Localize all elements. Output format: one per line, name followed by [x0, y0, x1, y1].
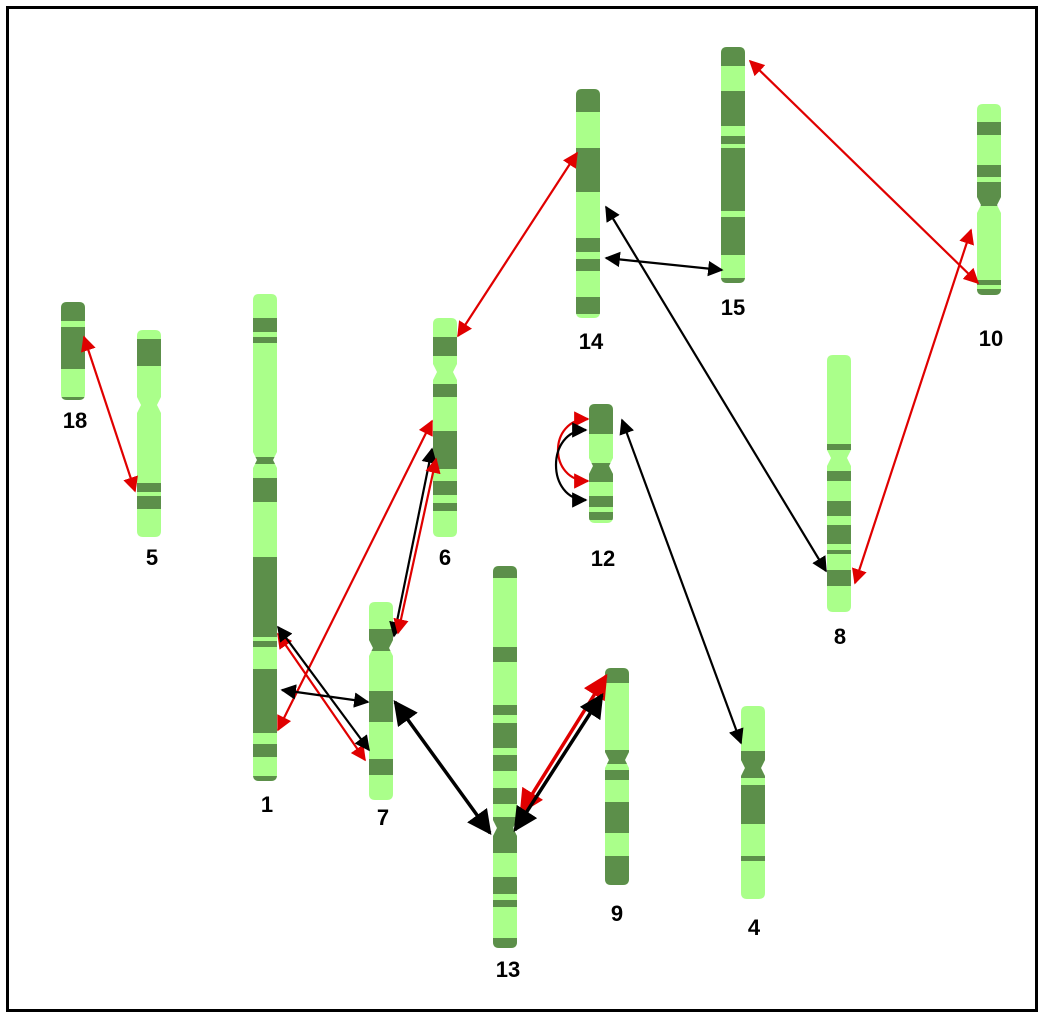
chromosome-4	[741, 706, 765, 899]
chromosome-label-4: 4	[748, 915, 761, 940]
chromosome-label-7: 7	[377, 805, 389, 830]
chromosome-layer	[61, 47, 1001, 948]
link-14-8-black	[605, 205, 827, 573]
chromosome-bands	[589, 404, 613, 523]
link-layer	[81, 59, 980, 835]
chromosome-bands	[137, 330, 161, 537]
chromosome-6	[433, 318, 457, 537]
chromosome-label-10: 10	[979, 326, 1003, 351]
chromosome-label-5: 5	[146, 545, 158, 570]
chromosome-8	[827, 355, 851, 612]
link-15-10-red	[748, 59, 980, 285]
chromosome-1	[253, 294, 277, 781]
chromosome-10	[977, 104, 1001, 295]
link-1-7-black	[277, 625, 370, 752]
chromosome-label-9: 9	[611, 901, 623, 926]
chromosome-bands	[433, 318, 457, 537]
chromosome-label-8: 8	[834, 624, 846, 649]
link-13-9-red	[519, 673, 608, 815]
link-6-7-red	[393, 457, 441, 635]
link-12-12-black	[555, 422, 588, 508]
figure-border	[6, 6, 1038, 1012]
link-18-5-red	[81, 335, 138, 493]
chromosome-label-14: 14	[579, 329, 604, 354]
chromosome-14	[576, 89, 600, 318]
label-layer: 18 5 1 6 7 13 14 15 12 9 4 8 10	[63, 295, 1003, 982]
chromosome-label-15: 15	[721, 295, 745, 320]
chromosome-13	[493, 566, 517, 948]
link-13-9-black	[513, 692, 604, 833]
chromosome-label-6: 6	[439, 545, 451, 570]
chromosome-bands	[253, 294, 277, 781]
chromosome-18	[61, 302, 85, 400]
chromosome-12	[589, 404, 613, 523]
chromosome-9	[605, 668, 629, 885]
link-6-14-red	[457, 151, 578, 338]
chromosome-7	[369, 602, 393, 800]
chromosome-bands	[721, 47, 745, 283]
chromosome-bands	[827, 355, 851, 612]
chromosome-label-12: 12	[591, 546, 615, 571]
chromosome-5	[137, 330, 161, 537]
link-12-4-black	[619, 418, 744, 745]
link-12-12-red	[556, 411, 590, 489]
link-1-7-black	[280, 684, 370, 708]
link-7-13-black	[393, 700, 492, 835]
chromosome-bands	[369, 602, 393, 800]
chromosome-bands	[493, 566, 517, 948]
link-1-6-red	[277, 419, 433, 732]
chromosome-15	[721, 47, 745, 283]
chromosome-bands	[741, 706, 765, 899]
link-14-15-black	[604, 251, 724, 277]
chromosome-bands	[605, 668, 629, 885]
chromosome-bands	[576, 89, 600, 318]
link-6-7-black	[389, 447, 437, 638]
chromosome-bands	[977, 104, 1001, 295]
chromosome-bands	[61, 302, 85, 400]
link-8-10-red	[852, 228, 974, 585]
chromosome-label-1: 1	[261, 792, 273, 817]
chromosome-label-13: 13	[496, 957, 520, 982]
link-1-7-red	[277, 632, 366, 762]
chromosome-label-18: 18	[63, 408, 87, 433]
